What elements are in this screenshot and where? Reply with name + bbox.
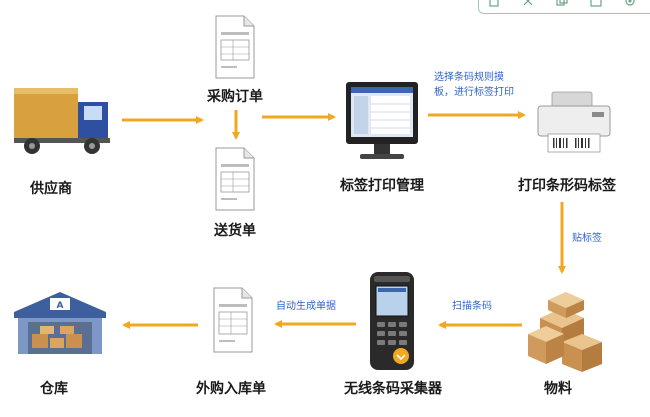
warehouse-building-icon: A xyxy=(14,292,106,354)
edge-label-line: 选择条码规则摸 xyxy=(434,72,504,83)
document-form-icon xyxy=(215,147,255,211)
node-materials: 物料 xyxy=(544,381,572,397)
node-delivery-note: 送货单 xyxy=(214,223,256,239)
copy-icon[interactable] xyxy=(555,0,569,7)
edge-label-select-template: 选择条码规则摸 板，进行标签打印 xyxy=(434,70,514,100)
edge-label-auto-generate: 自动生成单据 xyxy=(276,301,336,312)
image-toolbar xyxy=(478,0,650,14)
node-label-print-management: 标签打印管理 xyxy=(340,178,424,194)
window-icon[interactable] xyxy=(589,0,603,7)
computer-monitor-icon xyxy=(346,82,418,159)
node-purchase-order: 采购订单 xyxy=(207,89,263,105)
edge-label-line: 板，进行标签打印 xyxy=(434,87,514,98)
svg-text:A: A xyxy=(57,301,64,311)
cardboard-boxes-icon xyxy=(528,292,602,372)
node-warehouse: 仓库 xyxy=(40,381,68,397)
document-icon[interactable] xyxy=(487,0,501,7)
node-supplier: 供应商 xyxy=(30,181,72,197)
delivery-truck-icon xyxy=(14,88,110,154)
expand-icon[interactable] xyxy=(521,0,535,7)
document-form-icon xyxy=(215,15,255,79)
edge-label-apply-label: 贴标签 xyxy=(572,233,602,244)
node-external-receipt: 外购入库单 xyxy=(196,381,266,397)
document-form-icon xyxy=(213,287,253,353)
node-wireless-barcode-collector: 无线条码采集器 xyxy=(344,381,442,397)
node-barcode-label-printer: 打印条形码标签 xyxy=(518,178,616,194)
handheld-scanner-icon xyxy=(370,272,414,370)
settings-icon[interactable] xyxy=(623,0,637,7)
label-printer-icon xyxy=(537,91,611,153)
edge-label-scan-barcode: 扫描条码 xyxy=(452,301,492,312)
